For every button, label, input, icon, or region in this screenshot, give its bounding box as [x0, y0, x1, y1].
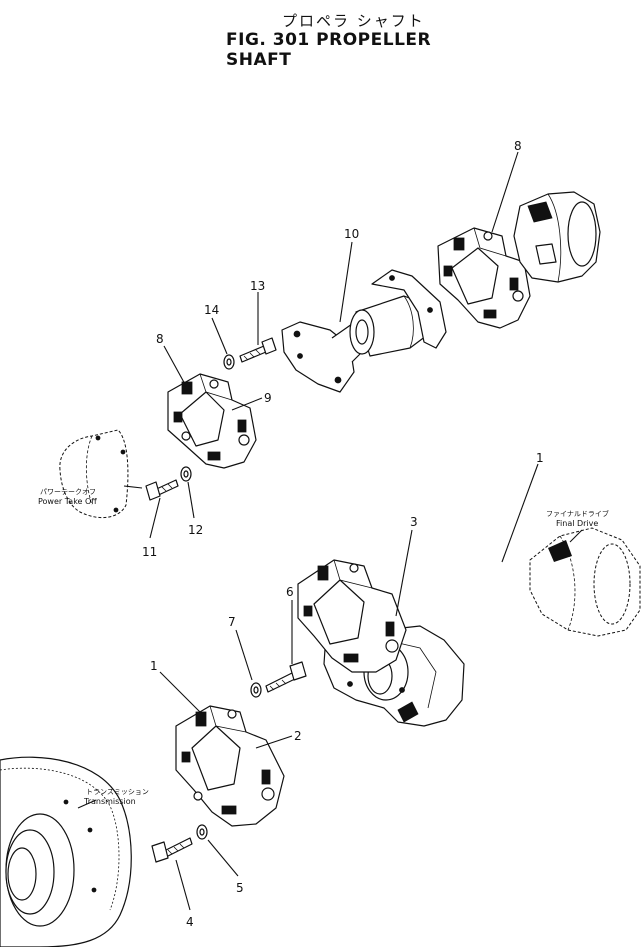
callout-1-left: 1 [150, 659, 158, 673]
washer-12 [180, 466, 192, 482]
callout-6: 6 [286, 585, 294, 599]
final-drive-label-jp: ファイナルドライブ [546, 509, 609, 518]
callout-7: 7 [228, 615, 236, 629]
callout-3: 3 [410, 515, 418, 529]
leader-lines [77, 151, 583, 911]
figure-title-japanese: プロペラ シャフト [282, 12, 425, 30]
callout-4: 4 [186, 915, 194, 929]
universal-joint-spider-upper-left [167, 373, 257, 469]
callout-14: 14 [204, 303, 219, 317]
bolt-4 [151, 837, 193, 863]
transmission-label: Transmission [83, 797, 136, 806]
universal-joint-spider-upper-right [437, 227, 531, 329]
transmission-housing [0, 756, 132, 947]
callout-10: 10 [344, 227, 359, 241]
callout-1-right: 1 [536, 451, 544, 465]
callout-2: 2 [294, 729, 302, 743]
power-take-off-housing [59, 429, 129, 519]
universal-joint-spider-lower [175, 705, 285, 827]
callout-13: 13 [250, 279, 265, 293]
bolt-6 [265, 661, 307, 693]
figure-title: FIG. 301 PROPELLER SHAFT [226, 30, 432, 70]
bolt-11 [145, 479, 179, 501]
final-drive-label: Final Drive [556, 519, 598, 528]
washer-7 [250, 682, 262, 698]
transmission-label-jp: トランスミッション [86, 788, 149, 796]
power-take-off-label-jp: パワーテークオフ [40, 488, 96, 496]
callout-8-upper-left: 8 [156, 332, 164, 346]
washer-5 [196, 824, 208, 840]
universal-joint-spider-lower-right [297, 559, 407, 673]
coupling-housing-upper-right [513, 191, 601, 283]
bolt-13 [239, 337, 277, 363]
washer-14 [223, 354, 235, 370]
callout-5: 5 [236, 881, 244, 895]
power-take-off-label: Power Take Off [38, 497, 97, 506]
final-drive-housing [529, 527, 641, 637]
callout-8-upper-right: 8 [514, 139, 522, 153]
callout-12: 12 [188, 523, 203, 537]
callout-11: 11 [142, 545, 157, 559]
shaft-flange-plate [371, 269, 447, 349]
callout-9: 9 [264, 391, 272, 405]
